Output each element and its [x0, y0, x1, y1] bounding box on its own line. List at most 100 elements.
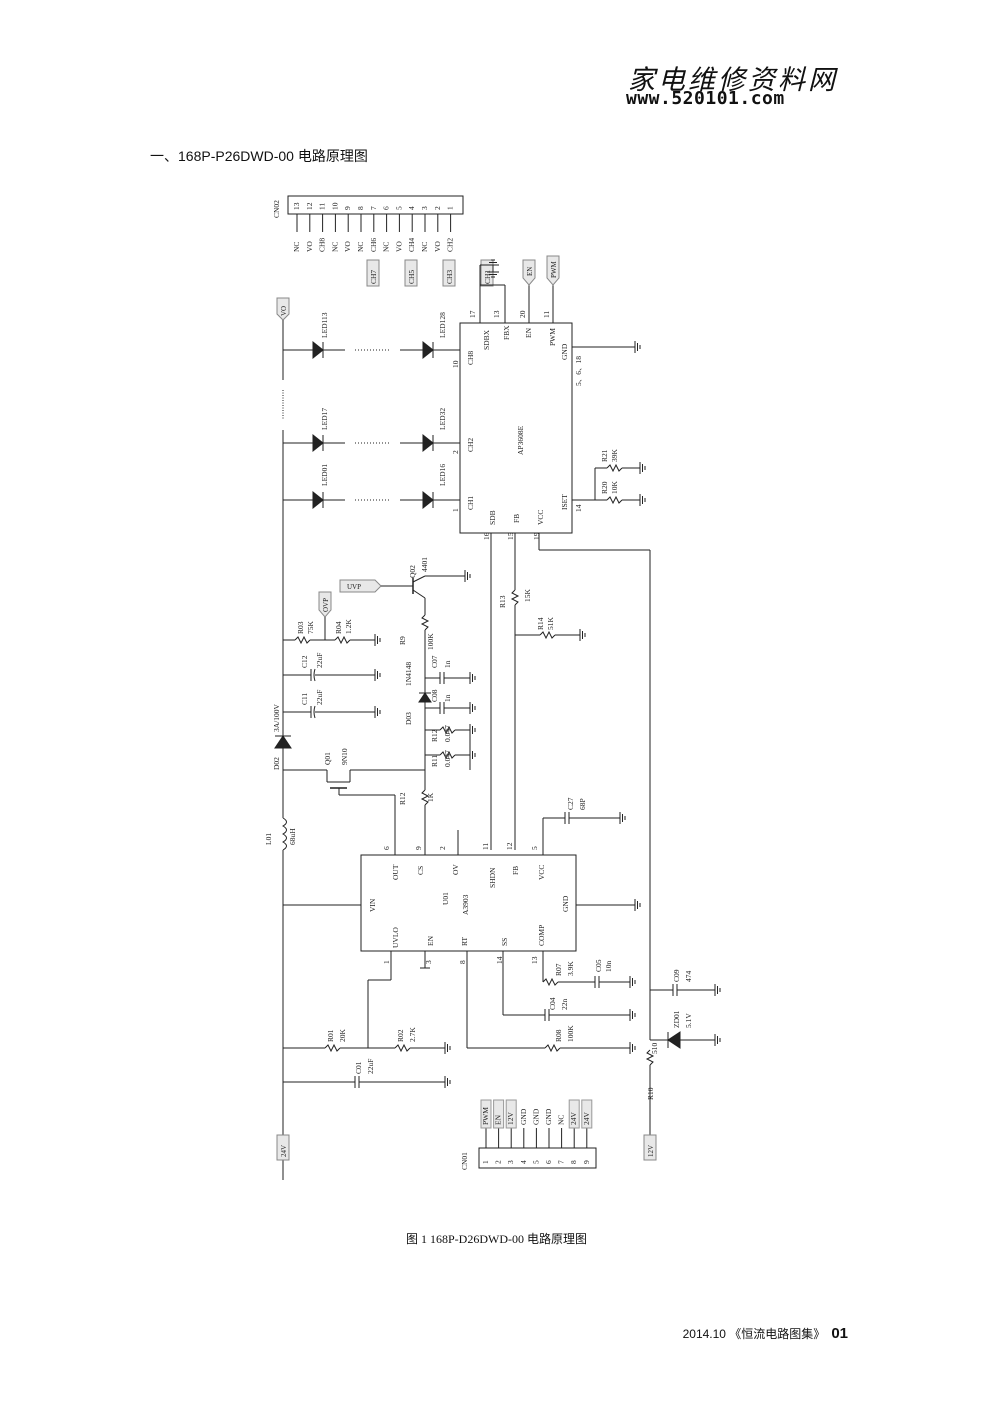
- svg-text:13: 13: [492, 310, 501, 318]
- cn02-signal: VO: [305, 241, 314, 252]
- svg-text:CH8: CH8: [466, 351, 475, 365]
- cn02-tag-signal: CH1: [483, 270, 492, 284]
- svg-text:OVP: OVP: [322, 598, 330, 612]
- svg-text:PWM: PWM: [550, 261, 558, 279]
- svg-text:20K: 20K: [338, 1029, 347, 1043]
- cn01-signal: GND: [519, 1108, 528, 1125]
- svg-text:R14: R14: [536, 617, 545, 630]
- svg-text:CH2: CH2: [466, 438, 475, 452]
- figure-caption: 图 1 168P-D26DWD-00 电路原理图: [406, 1232, 587, 1246]
- svg-text:SDBX: SDBX: [482, 329, 491, 350]
- svg-text:9N10: 9N10: [340, 748, 349, 765]
- ic-ap3608e: AP3608E CH8 SDBX FBX EN PWM GND CH2 CH1 …: [451, 310, 583, 540]
- svg-text:10n: 10n: [604, 961, 613, 973]
- cn02-signal: NC: [420, 242, 429, 252]
- svg-text:D03: D03: [404, 712, 413, 725]
- svg-text:R07: R07: [554, 963, 563, 976]
- svg-text:D02: D02: [272, 757, 281, 770]
- cn02-tag-signal: CH5: [407, 270, 416, 284]
- cn02-pin-number: 7: [369, 206, 378, 210]
- svg-text:8: 8: [458, 960, 467, 964]
- svg-text:R02: R02: [396, 1029, 405, 1042]
- cn01-pin-number: 7: [557, 1160, 566, 1164]
- svg-text:R12: R12: [398, 792, 407, 805]
- svg-text:C09: C09: [672, 969, 681, 982]
- svg-text:OV: OV: [451, 864, 460, 875]
- svg-text:1K: 1K: [426, 792, 435, 802]
- cn01-signal: NC: [557, 1115, 566, 1125]
- cn01-pin-number: 3: [506, 1160, 515, 1164]
- cn02-label: CN02: [272, 200, 281, 218]
- svg-text:R03: R03: [296, 621, 305, 634]
- cn01-label: CN01: [460, 1152, 469, 1170]
- svg-text:R12: R12: [430, 729, 439, 742]
- svg-text:12V: 12V: [647, 1145, 655, 1157]
- footer-text: 2014.10 《恒流电路图集》: [682, 1327, 826, 1341]
- cn02-tag-signal: CH3: [445, 270, 454, 284]
- svg-text:2.7K: 2.7K: [408, 1027, 417, 1042]
- svg-text:17: 17: [468, 310, 477, 318]
- cn02-connector: CN02 13NC12VO11CH810NC9VO8NC7CH66NC5VO4C…: [272, 195, 494, 287]
- cn01-pin-number: 9: [582, 1160, 591, 1164]
- svg-text:LED128: LED128: [438, 312, 447, 338]
- cn01-pin-number: 5: [531, 1160, 540, 1164]
- svg-text:10: 10: [451, 360, 460, 368]
- svg-text:R21: R21: [600, 449, 609, 462]
- svg-text:C11: C11: [300, 693, 309, 705]
- svg-text:U01: U01: [441, 892, 450, 905]
- svg-text:22uF: 22uF: [315, 653, 324, 668]
- svg-text:R08: R08: [554, 1029, 563, 1042]
- svg-text:SS: SS: [500, 938, 509, 946]
- cn02-pin-number: 10: [330, 202, 339, 210]
- svg-text:100K: 100K: [566, 1025, 575, 1042]
- svg-text:FBX: FBX: [502, 325, 511, 340]
- svg-text:GND: GND: [560, 343, 569, 360]
- svg-text:24V: 24V: [280, 1145, 288, 1157]
- cn02-pin-number: 3: [420, 206, 429, 210]
- cn02-pin-number: 13: [292, 202, 301, 210]
- svg-text:19: 19: [532, 532, 541, 540]
- svg-text:13: 13: [530, 956, 539, 964]
- page-number: 01: [831, 1325, 848, 1342]
- cn02-signal: VO: [433, 241, 442, 252]
- svg-text:0.047: 0.047: [443, 725, 452, 742]
- cn02-pin-number: 11: [318, 203, 327, 210]
- led-array: LED113 LED128 LED17 LED32 LED01 LED16: [283, 312, 460, 510]
- svg-text:OUT: OUT: [391, 864, 400, 880]
- cn02-signal: NC: [330, 242, 339, 252]
- svg-text:CH1: CH1: [466, 496, 475, 510]
- svg-text:C08: C08: [430, 689, 439, 702]
- cn01-signal: EN: [494, 1114, 503, 1125]
- cn02-pin-number: 2: [433, 206, 442, 210]
- cn02-signal: NC: [292, 242, 301, 252]
- svg-text:2: 2: [438, 846, 447, 850]
- svg-text:1.2K: 1.2K: [344, 619, 353, 634]
- svg-text:5.1V: 5.1V: [684, 1013, 693, 1028]
- svg-text:SDB: SDB: [488, 510, 497, 525]
- svg-text:EN: EN: [524, 327, 533, 338]
- svg-text:C12: C12: [300, 655, 309, 668]
- cn02-tag-signal: CH7: [369, 270, 378, 284]
- svg-text:LED17: LED17: [320, 408, 329, 430]
- svg-text:11: 11: [542, 311, 551, 318]
- svg-text:510: 510: [650, 1043, 659, 1055]
- cn01-signal: 24V: [582, 1112, 591, 1126]
- svg-text:1N4148: 1N4148: [404, 662, 413, 686]
- cn02-signal: CH8: [318, 238, 327, 252]
- svg-text:C27: C27: [566, 797, 575, 810]
- svg-text:9: 9: [414, 846, 423, 850]
- cn01-pin-number: 8: [569, 1160, 578, 1164]
- svg-text:1: 1: [451, 508, 460, 512]
- en-tag: EN: [522, 259, 536, 286]
- v24-tag: 24V: [276, 1134, 290, 1161]
- svg-text:UVP: UVP: [347, 583, 361, 591]
- cn02-signal: VO: [394, 241, 403, 252]
- circuit-schematic: CN02 13NC12VO11CH810NC9VO8NC7CH66NC5VO4C…: [264, 195, 721, 1180]
- svg-text:C05: C05: [594, 959, 603, 972]
- cn02-pin-number: 1: [446, 206, 455, 210]
- svg-text:GND: GND: [561, 895, 570, 912]
- uvp-tag: UVP: [339, 579, 382, 593]
- svg-text:R10: R10: [646, 1087, 655, 1100]
- svg-text:LED01: LED01: [320, 464, 329, 486]
